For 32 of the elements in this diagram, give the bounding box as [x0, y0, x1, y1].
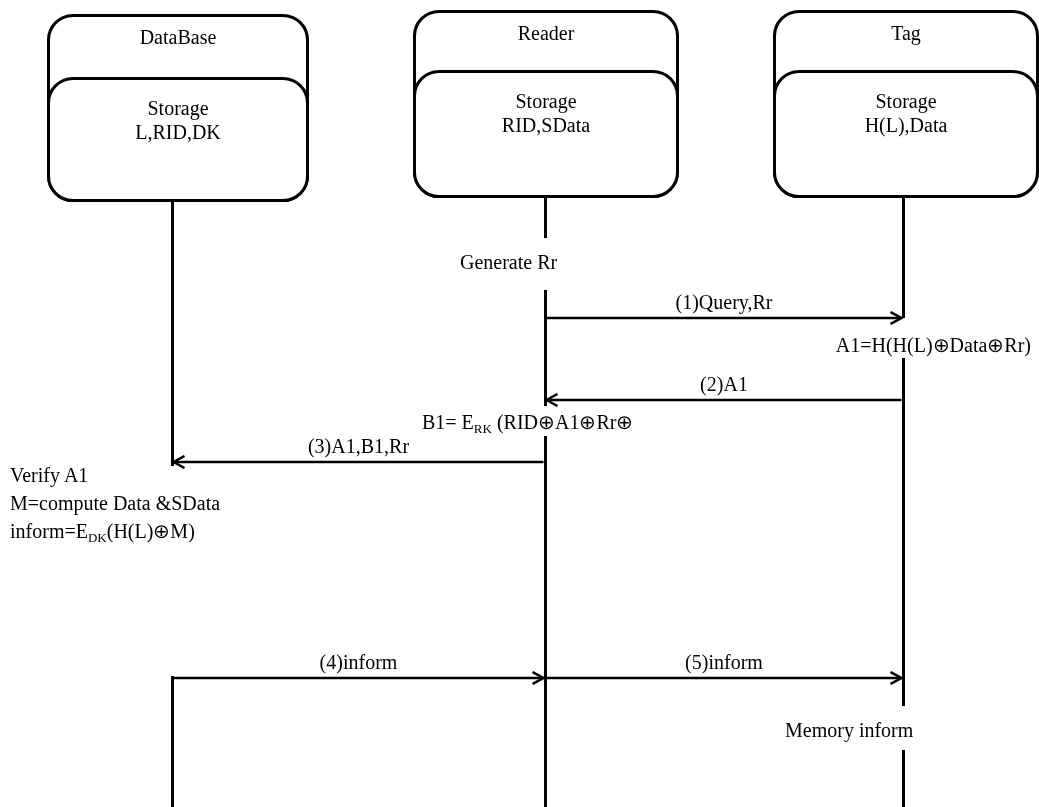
- message-label: (4)inform: [319, 650, 398, 674]
- message-arrow: [172, 454, 544, 470]
- message-label: (1)Query,Rr: [675, 290, 773, 314]
- participant-box: [47, 14, 309, 202]
- computation-note: M=compute Data &SData: [10, 491, 221, 515]
- storage-box: [47, 77, 309, 202]
- message-arrow: [545, 392, 902, 408]
- participant-name: Tag: [890, 21, 922, 45]
- computation-note: inform=E$_{DK}$(H(L)⊕M): [10, 519, 195, 543]
- computation-note: A1=H(H(L)⊕Data⊕Rr): [835, 333, 1031, 357]
- participant-box: [773, 10, 1039, 198]
- storage-box: [773, 70, 1039, 198]
- storage-heading: Storage: [514, 89, 578, 113]
- process-note: Generate Rr: [460, 250, 558, 274]
- message-arrow: [173, 670, 545, 686]
- storage-contents: H(L),Data: [863, 113, 949, 137]
- storage-contents: RID,SData: [500, 113, 592, 137]
- storage-contents: L,RID,DK: [134, 120, 222, 144]
- storage-box: [413, 70, 679, 198]
- participant-name: Reader: [516, 21, 576, 45]
- participant-name: DataBase: [138, 25, 218, 49]
- participant-box: [413, 10, 679, 198]
- computation-note: B1= E$_{RK}$ (RID⊕A1⊕Rr⊕: [422, 410, 634, 434]
- storage-heading: Storage: [874, 89, 938, 113]
- verification-note: Verify A1: [10, 463, 89, 487]
- message-label: (5)inform: [685, 650, 763, 674]
- message-label: (3)A1,B1,Rr: [307, 434, 410, 458]
- message-arrow: [546, 670, 903, 686]
- process-note: Memory inform: [785, 718, 914, 742]
- message-arrow: [546, 310, 903, 326]
- message-label: (2)A1: [700, 372, 748, 396]
- storage-heading: Storage: [146, 96, 210, 120]
